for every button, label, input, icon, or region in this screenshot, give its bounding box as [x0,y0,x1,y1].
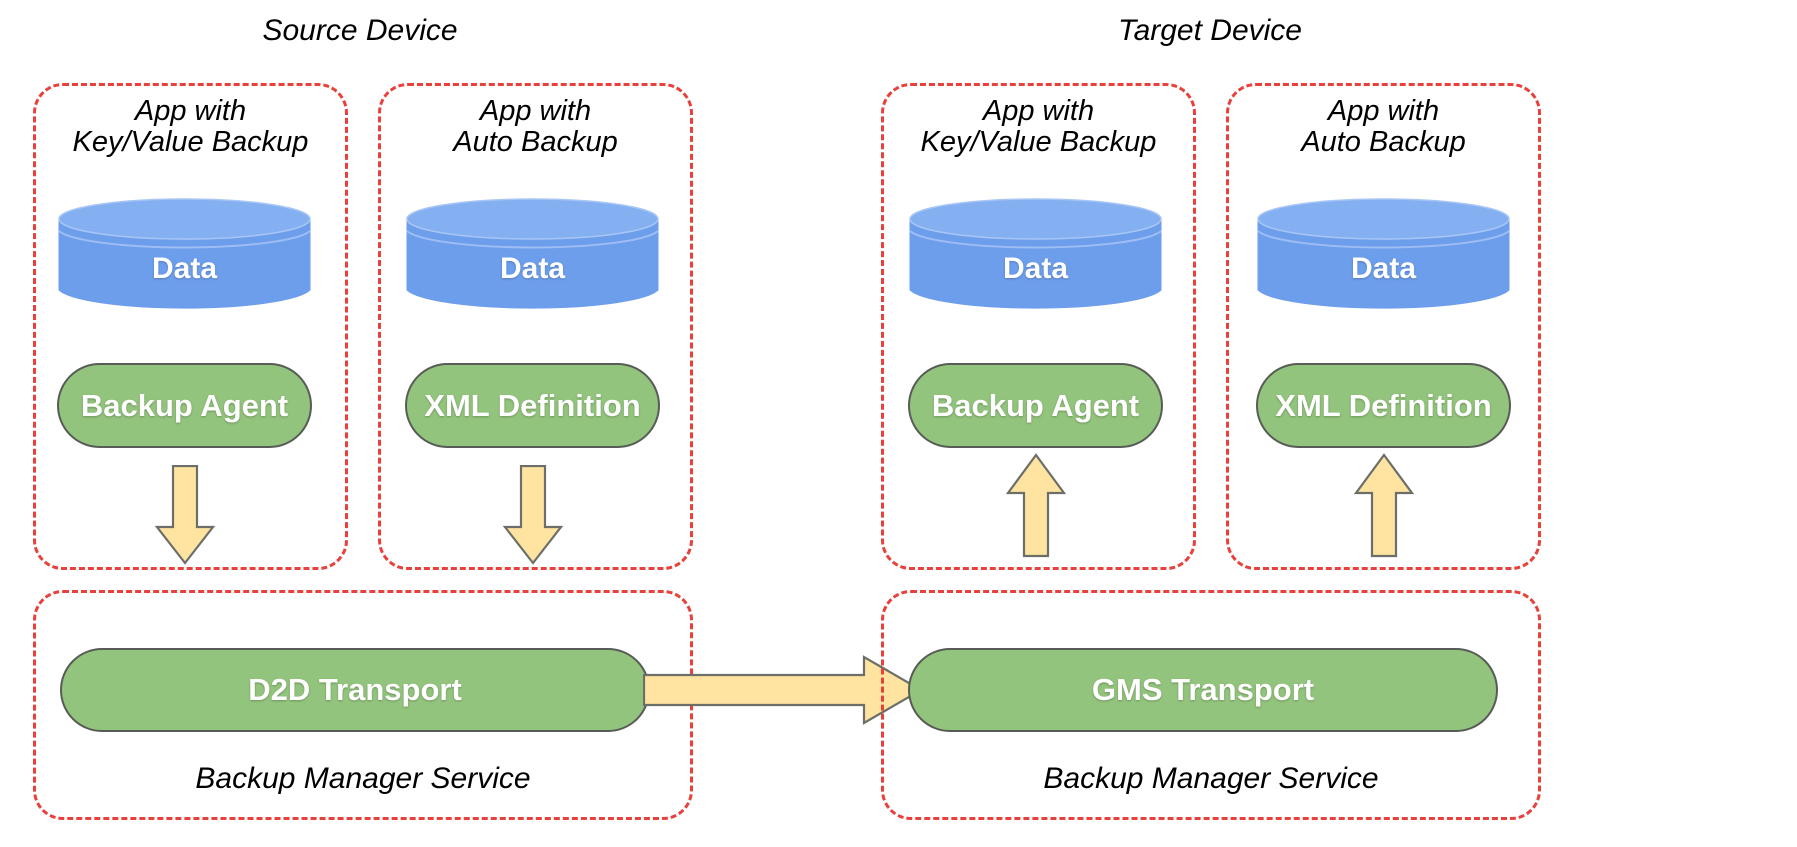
source-transport-pill[interactable]: D2D Transport [60,648,650,732]
source-app-2-container [378,83,693,570]
source-app-1-caption: App with Key/Value Backup [72,95,309,159]
source-app-2-component[interactable]: XML Definition [405,363,660,448]
target-service-caption: Backup Manager Service [1043,762,1379,795]
target-app-1-container [881,83,1196,570]
target-device-title: Target Device [1118,14,1302,47]
target-app-2-container [1226,83,1541,570]
source-app-1-container [33,83,348,570]
source-app-2-data-cylinder [405,197,660,312]
target-app-2-component[interactable]: XML Definition [1256,363,1511,448]
transfer-right-arrow [643,655,923,725]
target-app-1-up-arrow [1006,453,1066,558]
target-app-2-up-arrow [1354,453,1414,558]
source-service-caption: Backup Manager Service [195,762,531,795]
source-app-1-data-cylinder [57,197,312,312]
source-app-1-down-arrow [155,465,215,565]
target-app-1-data-cylinder [908,197,1163,312]
source-app-2-down-arrow [503,465,563,565]
source-device-title: Source Device [262,14,458,47]
target-service-container [881,590,1541,820]
target-transport-pill[interactable]: GMS Transport [908,648,1498,732]
source-app-2-caption: App with Auto Backup [453,95,618,159]
target-app-1-caption: App with Key/Value Backup [920,95,1157,159]
target-app-2-caption: App with Auto Backup [1301,95,1466,159]
source-app-1-component[interactable]: Backup Agent [57,363,312,448]
target-app-2-data-cylinder [1256,197,1511,312]
target-app-1-component[interactable]: Backup Agent [908,363,1163,448]
